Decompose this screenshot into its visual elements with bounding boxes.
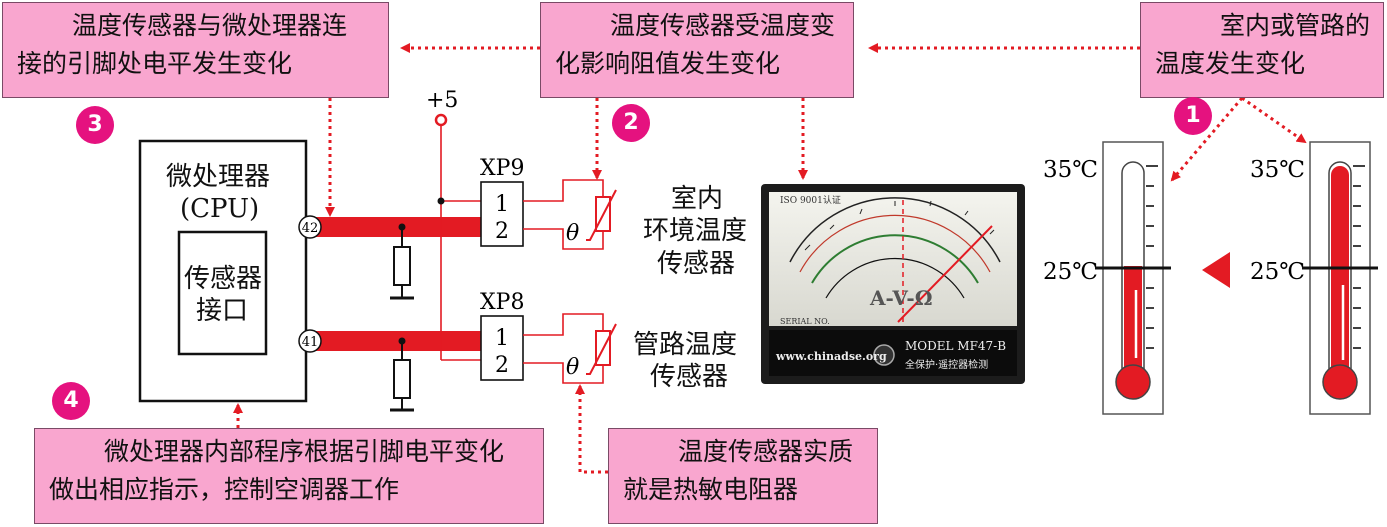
flow-arrow-to-right-thermo <box>1241 96 1307 144</box>
indicator-triangle <box>1202 252 1230 288</box>
sensor-interface-line2: 接口 <box>196 296 249 326</box>
indoor-sensor-label-2: 环境温度 <box>643 216 748 246</box>
box-resistance-line1: 温度传感器受温度变 <box>610 11 836 40</box>
xp8-pin2: 2 <box>495 353 509 378</box>
cpu-subtitle: (CPU) <box>180 194 260 224</box>
indoor-sensor-label-3: 传感器 <box>657 249 736 279</box>
supply-label: +5 <box>426 88 458 113</box>
xp9-pin2: 2 <box>495 219 509 244</box>
connector-xp9 <box>480 181 524 247</box>
thermometer-right <box>1302 141 1378 415</box>
meter-slogan: 全保护·遥控器检测 <box>905 358 988 371</box>
box-program-control: 微处理器内部程序根据引脚电平变化 做出相应指示，控制空调器工作 <box>34 428 544 524</box>
step-2-badge: 2 <box>612 104 650 142</box>
pipe-sensor-label-2: 传感器 <box>650 362 729 392</box>
flow-arrow-essence-up <box>575 384 608 474</box>
box-environment-change: 室内或管路的 温度发生变化 <box>1140 2 1384 98</box>
resistor-top <box>393 246 411 286</box>
box-program-line2: 做出相应指示，控制空调器工作 <box>49 475 400 504</box>
box-essence-line2: 就是热敏电阻器 <box>623 475 799 504</box>
meter-iso: ISO 9001认证 <box>780 194 841 206</box>
step-4-badge: 4 <box>52 382 90 420</box>
connector-xp8 <box>480 315 524 381</box>
meter-serial: SERIAL NO. <box>780 317 830 326</box>
xp8-pin1: 1 <box>495 326 509 351</box>
step-3-badge: 3 <box>76 106 114 144</box>
box-env-line2: 温度发生变化 <box>1155 49 1306 78</box>
box-pin-level-change: 温度传感器与微处理器连 接的引脚处电平发生变化 <box>2 2 389 98</box>
right-25c: 25℃ <box>1250 259 1305 285</box>
pin-42 <box>298 215 322 239</box>
multimeter-image <box>761 184 1025 384</box>
connector-xp8-label: XP8 <box>480 290 524 315</box>
left-35c: 35℃ <box>1043 157 1098 183</box>
indoor-sensor-label-1: 室内 <box>671 184 724 214</box>
box-resistance-line2: 化影响阻值发生变化 <box>555 49 781 78</box>
sensor-interface-line1: 传感器 <box>184 264 263 294</box>
pin-41-label: 41 <box>302 335 319 350</box>
resistor-bottom <box>393 359 411 399</box>
meter-avo: A-V-Ω <box>869 286 933 310</box>
sensor-interface-block <box>177 230 268 356</box>
box-essence-line1: 温度传感器实质 <box>678 437 854 466</box>
supply-terminal <box>434 113 448 127</box>
box-env-line1: 室内或管路的 <box>1220 11 1371 40</box>
connector-xp9-label: XP9 <box>480 156 524 181</box>
signal-bar-bottom <box>306 331 484 351</box>
left-25c: 25℃ <box>1043 259 1098 285</box>
box-resistance-change: 温度传感器受温度变 化影响阻值发生变化 <box>540 2 854 98</box>
meter-website: www.chinadse.org <box>775 350 887 363</box>
box-pin-level-line1: 温度传感器与微处理器连 <box>72 11 348 40</box>
theta-pipe: θ <box>566 355 579 380</box>
xp9-pin1: 1 <box>495 192 509 217</box>
right-35c: 35℃ <box>1250 157 1305 183</box>
box-thermistor-essence: 温度传感器实质 就是热敏电阻器 <box>608 428 878 524</box>
cpu-title: 微处理器 <box>166 162 271 192</box>
pin-42-label: 42 <box>302 221 319 236</box>
meter-model: MODEL MF47-B <box>905 339 1006 353</box>
step-1-badge: 1 <box>1174 97 1212 135</box>
box-program-line1: 微处理器内部程序根据引脚电平变化 <box>104 437 505 466</box>
pin-41 <box>298 329 322 353</box>
signal-bar-top <box>306 217 484 237</box>
theta-indoor: θ <box>566 221 579 246</box>
thermometer-left <box>1095 141 1171 415</box>
pipe-sensor-label-1: 管路温度 <box>633 330 738 360</box>
box-pin-level-line2: 接的引脚处电平发生变化 <box>17 49 293 78</box>
